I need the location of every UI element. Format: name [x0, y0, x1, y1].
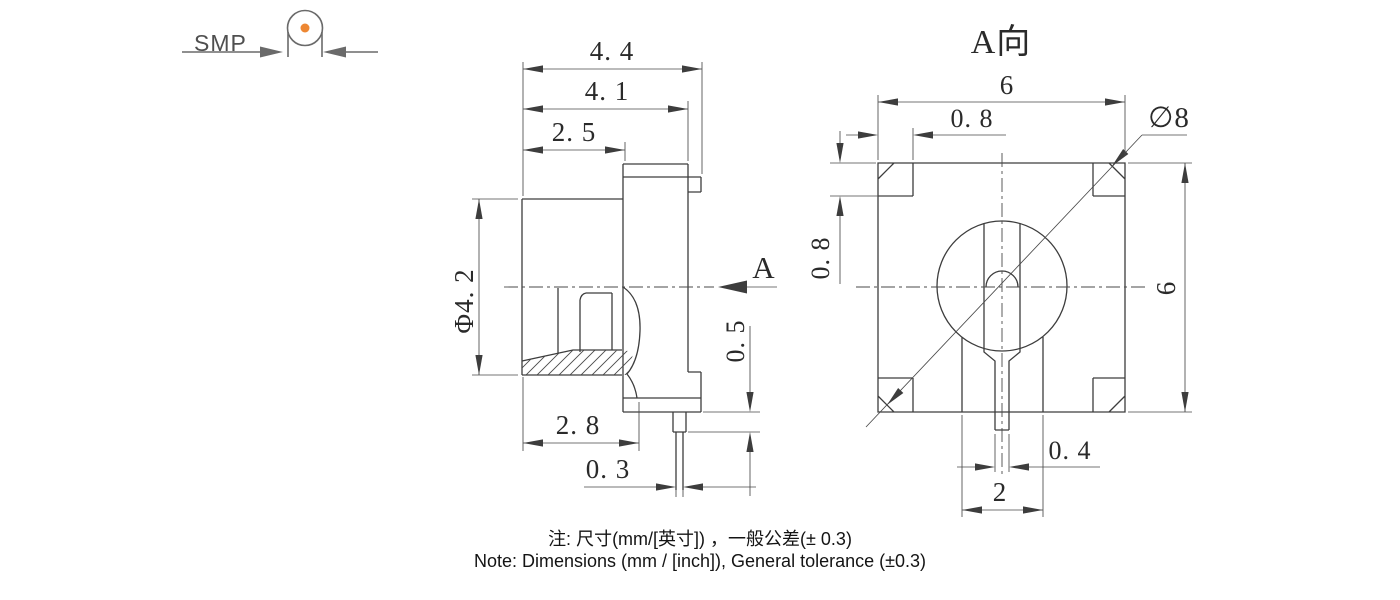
- symbol-center-contact-dot: [300, 23, 310, 33]
- a-view-body-outline: [877, 162, 1126, 413]
- a-view-dimensions: 6 0. 8 0. 8 6 0. 4 2: [806, 70, 1192, 517]
- dim-flange-width: 4. 1: [585, 76, 630, 106]
- diagonal-diameter-dimension: ∅8: [865, 102, 1190, 428]
- dim-boss-width: 2: [993, 477, 1008, 507]
- dim-overall-width: 4. 4: [590, 36, 635, 66]
- dim-diagonal-diameter: ∅8: [1148, 102, 1190, 134]
- section-hatching: [522, 350, 634, 375]
- side-view-outline: [521, 163, 702, 490]
- dim-front-width: 2. 5: [552, 117, 597, 147]
- dim-pin-stub-length: 0. 5: [721, 320, 750, 363]
- symbol-arrow-right-icon: [323, 46, 346, 58]
- section-direction-indicator: A: [718, 250, 777, 294]
- drawing-notes: 注: 尺寸(mm/[英寸]) ，一般公差(± 0.3) Note: Dimens…: [474, 529, 926, 571]
- dim-pin-width: 0. 4: [1049, 436, 1092, 465]
- a-view-title: A向: [971, 23, 1032, 61]
- a-view-centerlines: [856, 153, 1149, 477]
- dim-barrel-diameter: Φ4. 2: [449, 268, 479, 333]
- smp-connector-symbol: SMP: [182, 9, 378, 58]
- dim-corner-pad-height: 0. 8: [806, 237, 835, 280]
- note-line-zh: 注: 尺寸(mm/[英寸]) ，一般公差(± 0.3): [548, 529, 852, 549]
- dim-bottom-width: 2. 8: [556, 410, 601, 440]
- dim-top-width: 6: [1000, 70, 1015, 100]
- side-view-bore-detail: [521, 286, 641, 399]
- section-label: A: [752, 250, 775, 285]
- note-line-en: Note: Dimensions (mm / [inch]), General …: [474, 551, 926, 571]
- side-view-dimensions: 4. 4 4. 1 2. 5 Φ4. 2 2. 8 0. 3 0. 5: [449, 36, 760, 497]
- dim-pin-tip-width: 0. 3: [586, 454, 631, 484]
- symbol-connector-circle: [286, 9, 324, 47]
- dielectric-slot: [961, 224, 1044, 431]
- side-section-view: 4. 4 4. 1 2. 5 Φ4. 2 2. 8 0. 3 0. 5 A: [449, 36, 777, 497]
- dim-corner-pad-width: 0. 8: [951, 104, 994, 133]
- dim-side-height: 6: [1151, 281, 1181, 296]
- symbol-arrow-left-icon: [260, 46, 283, 58]
- a-direction-view: A向 ∅8 6 0. 8 0. 8 6: [806, 23, 1192, 517]
- section-arrow-icon: [718, 280, 747, 294]
